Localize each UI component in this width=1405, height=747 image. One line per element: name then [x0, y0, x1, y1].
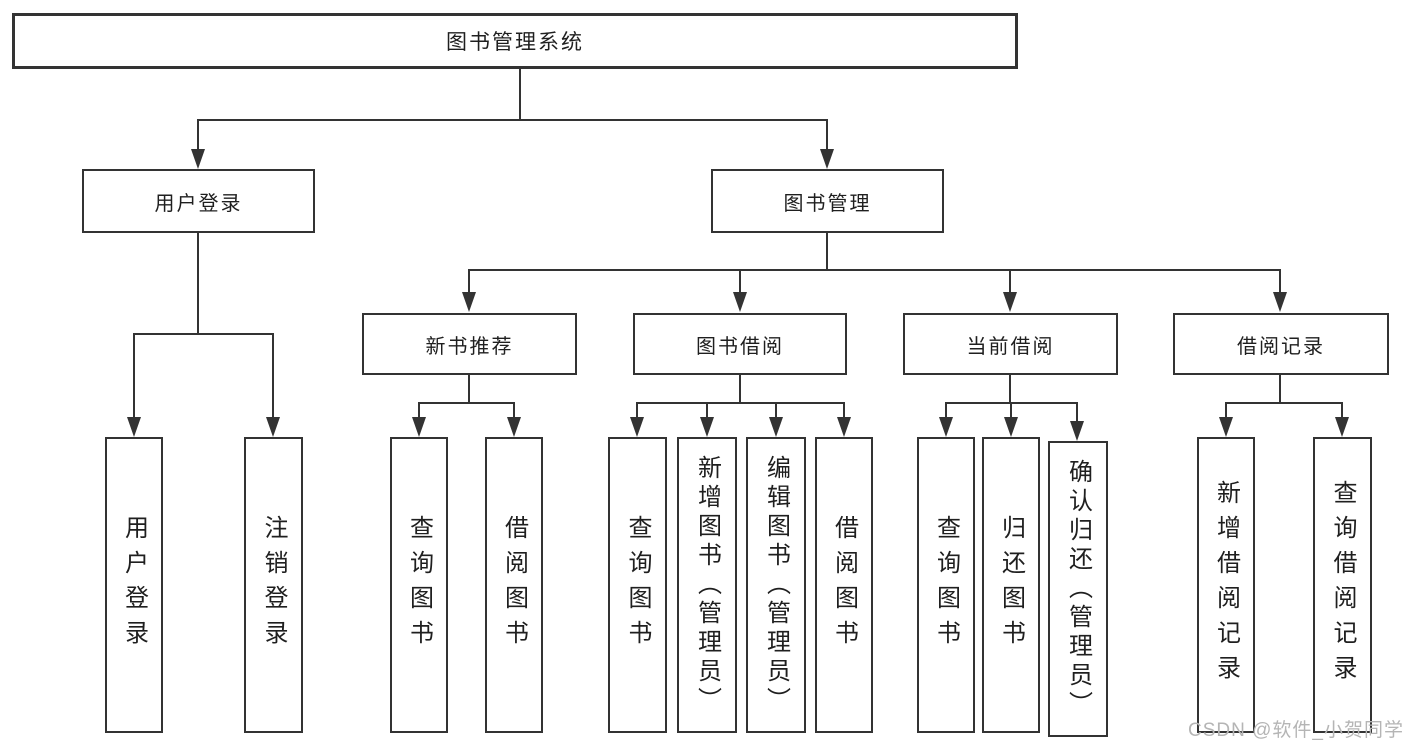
connector-b2-drop	[513, 404, 515, 419]
connector-user-login-bar	[133, 333, 274, 335]
node-label: 用户登录	[120, 515, 148, 655]
node-user-login: 用户登录	[82, 169, 315, 233]
arrow-c1-icon	[630, 417, 644, 437]
node-leaf-confirm-return-admin: 确认归还（管理员）	[1048, 441, 1108, 737]
connector-current-borrow-stem	[1009, 375, 1011, 404]
connector-e1-drop	[1225, 404, 1227, 419]
connector-logout-leaf-drop	[272, 335, 274, 419]
arrow-current-borrow-icon	[1003, 292, 1017, 312]
arrow-d1-icon	[939, 417, 953, 437]
node-new-book-recommend: 新书推荐	[362, 313, 577, 375]
node-label: 借阅图书	[830, 515, 858, 655]
node-label: 图书借阅	[696, 335, 784, 358]
connector-new-book-stem	[468, 375, 470, 404]
node-label: 查询图书	[405, 515, 433, 655]
node-label: 确认归还（管理员）	[1064, 458, 1092, 720]
connector-e2-drop	[1341, 404, 1343, 419]
arrow-d2-icon	[1004, 417, 1018, 437]
connector-d3-drop	[1076, 404, 1078, 421]
node-leaf-query-borrow-record: 查询借阅记录	[1313, 437, 1372, 733]
node-label: 归还图书	[997, 515, 1025, 655]
node-leaf-newrec-borrow-book: 借阅图书	[485, 437, 543, 733]
node-borrowing-records: 借阅记录	[1173, 313, 1389, 375]
node-label: 查询图书	[624, 515, 651, 655]
node-leaf-current-query-book: 查询图书	[917, 437, 975, 733]
connector-book-borrow-stem	[739, 375, 741, 404]
arrow-b2-icon	[507, 417, 521, 437]
connector-new-book-bar	[418, 402, 515, 404]
connector-c4-drop	[843, 404, 845, 419]
arrow-book-borrow-icon	[733, 292, 747, 312]
connector-current-borrow-bar	[945, 402, 1078, 404]
node-library-management-system: 图书管理系统	[12, 13, 1018, 69]
connector-login-leaf-drop	[133, 335, 135, 419]
node-leaf-add-borrow-record: 新增借阅记录	[1197, 437, 1255, 733]
node-label: 新书推荐	[425, 335, 514, 358]
node-label: 借阅记录	[1237, 335, 1325, 358]
node-label: 注销登录	[260, 515, 287, 655]
arrow-d3-icon	[1070, 421, 1084, 441]
connector-borrow-record-drop	[1279, 271, 1281, 294]
node-leaf-borrow-borrow-book: 借阅图书	[815, 437, 873, 733]
node-book-borrowing: 图书借阅	[633, 313, 847, 375]
connector-d1-drop	[945, 404, 947, 419]
node-leaf-user-login: 用户登录	[105, 437, 163, 733]
csdn-watermark: CSDN @软件_小贺同学	[1188, 720, 1404, 741]
node-label: 查询借阅记录	[1329, 480, 1356, 690]
arrow-c2-icon	[700, 417, 714, 437]
node-label: 用户登录	[154, 192, 243, 215]
node-leaf-newrec-query-book: 查询图书	[390, 437, 448, 733]
connector-borrow-record-stem	[1279, 375, 1281, 404]
node-label: 编辑图书（管理员）	[762, 454, 790, 716]
node-leaf-edit-book-admin: 编辑图书（管理员）	[746, 437, 806, 733]
connector-b1-drop	[418, 404, 420, 419]
node-label: 借阅图书	[500, 515, 528, 655]
connector-book-management-drop	[826, 121, 828, 151]
node-book-management: 图书管理	[711, 169, 944, 233]
connector-current-borrow-drop	[1009, 271, 1011, 294]
arrow-c3-icon	[769, 417, 783, 437]
arrow-new-book-icon	[462, 292, 476, 312]
node-current-borrowing: 当前借阅	[903, 313, 1118, 375]
connector-level3-bar	[468, 269, 1281, 271]
connector-book-management-stem	[826, 233, 828, 271]
connector-d2-drop	[1010, 404, 1012, 419]
connector-book-borrow-bar	[636, 402, 845, 404]
connector-user-login-drop	[197, 121, 199, 151]
connector-c2-drop	[706, 404, 708, 419]
connector-book-borrow-drop	[739, 271, 741, 294]
connector-user-login-stem	[197, 233, 199, 334]
node-leaf-borrow-query-book: 查询图书	[608, 437, 667, 733]
arrow-user-login-icon	[191, 149, 205, 169]
connector-c3-drop	[775, 404, 777, 419]
node-label: 图书管理	[783, 192, 872, 215]
connector-borrow-record-bar	[1225, 402, 1343, 404]
node-label: 查询图书	[932, 515, 960, 655]
arrow-b1-icon	[412, 417, 426, 437]
node-label: 图书管理系统	[446, 31, 584, 54]
node-leaf-logout: 注销登录	[244, 437, 303, 733]
node-leaf-return-book: 归还图书	[982, 437, 1040, 733]
connector-root-stem	[519, 69, 521, 120]
node-leaf-add-book-admin: 新增图书（管理员）	[677, 437, 737, 733]
connector-level2-bar	[197, 119, 828, 121]
node-label: 新增借阅记录	[1212, 480, 1240, 690]
node-label: 新增图书（管理员）	[693, 454, 721, 716]
arrow-logout-leaf-icon	[266, 417, 280, 437]
connector-new-book-drop	[468, 271, 470, 294]
arrow-login-leaf-icon	[127, 417, 141, 437]
arrow-e2-icon	[1335, 417, 1349, 437]
node-label: 当前借阅	[966, 335, 1055, 358]
arrow-e1-icon	[1219, 417, 1233, 437]
arrow-c4-icon	[837, 417, 851, 437]
arrow-borrow-record-icon	[1273, 292, 1287, 312]
connector-c1-drop	[636, 404, 638, 419]
arrow-book-management-icon	[820, 149, 834, 169]
